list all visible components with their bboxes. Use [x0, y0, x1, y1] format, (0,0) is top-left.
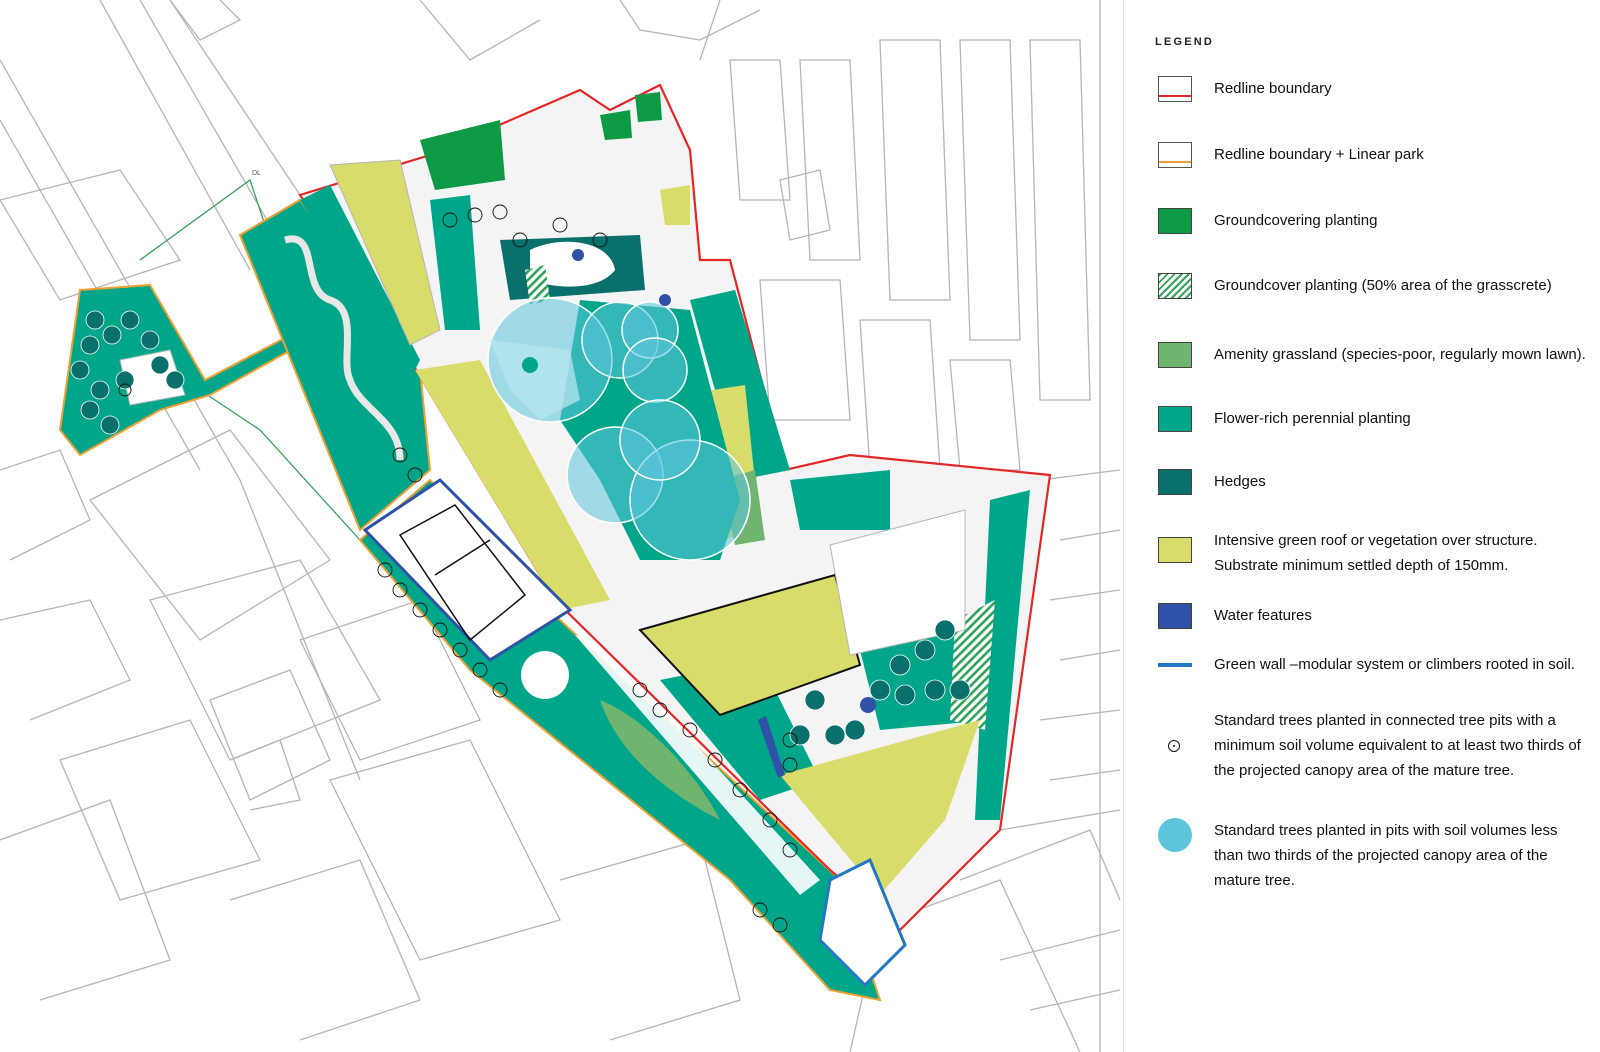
linear-park-boundary [58, 283, 301, 457]
legend-label: Redline boundary [1214, 80, 1332, 97]
legend-label: Groundcovering planting [1214, 212, 1378, 229]
legend-label: Redline boundary + Linear park [1214, 146, 1424, 163]
legend-label: Flower-rich perennial planting [1214, 410, 1411, 427]
redline-site [298, 83, 1052, 988]
canopy-circle-icon [1158, 818, 1192, 852]
legend-label: Water features [1214, 607, 1312, 624]
plot-ref-label: DL [252, 170, 261, 177]
legend-label: Hedges [1214, 473, 1266, 490]
green-roof-swatch [1158, 537, 1192, 563]
tree-pit-icon [1158, 736, 1192, 762]
legend-panel: LEGEND Redline boundary Redline boundary… [1123, 0, 1600, 1052]
hedges-swatch [1158, 469, 1192, 495]
connected-tree-pits [118, 204, 798, 933]
redline-linear-swatch [1158, 142, 1192, 168]
legend-label: Intensive green roof or vegetation over … [1214, 532, 1538, 574]
green-wall-swatch [1158, 663, 1192, 667]
legend-label: Standard trees planted in connected tree… [1214, 712, 1581, 779]
redline-swatch [1158, 76, 1192, 102]
grasscrete-swatch [1158, 273, 1192, 299]
groundcovering-swatch [1158, 208, 1192, 234]
legend-label: Green wall –modular system or climbers r… [1214, 656, 1575, 673]
legend-label: Standard trees planted in pits with soil… [1214, 822, 1558, 889]
tree-canopies [70, 310, 971, 746]
legend-label: Amenity grassland (species-poor, regular… [1214, 346, 1586, 363]
basemap-buildings [0, 0, 1121, 1052]
amenity-grassland-swatch [1158, 342, 1192, 368]
legend-label: Groundcover planting (50% area of the gr… [1214, 277, 1552, 294]
water-swatch [1158, 603, 1192, 629]
legend-title: LEGEND [1155, 36, 1215, 48]
perennial-swatch [1158, 406, 1192, 432]
